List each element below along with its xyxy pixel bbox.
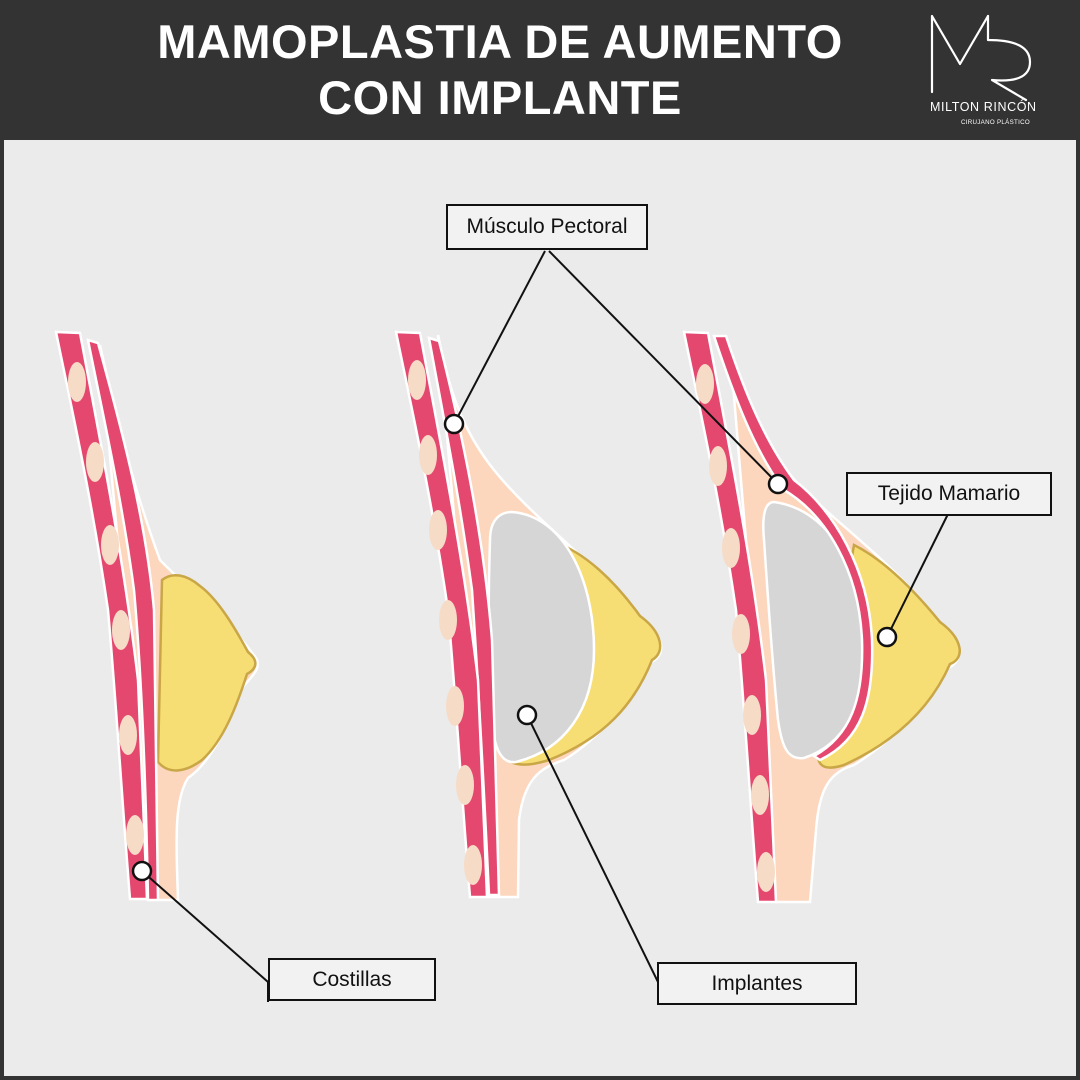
label-implantes: Implantes xyxy=(657,962,857,1005)
marker-muscle-figure-2 xyxy=(443,413,465,435)
figure-subglandular xyxy=(394,330,663,899)
marker-tissue xyxy=(876,626,898,648)
rib-bones xyxy=(696,364,775,892)
pectoral-muscle xyxy=(86,338,160,902)
brand-logo: MILTON RINCÓN CIRUJANO PLÁSTICO xyxy=(930,14,1037,126)
page-title: MAMOPLASTIA DE AUMENTO CON IMPLANTE xyxy=(0,14,1000,126)
label-musculo-pectoral: Músculo Pectoral xyxy=(446,204,648,250)
header-bar: MAMOPLASTIA DE AUMENTO CON IMPLANTE MILT… xyxy=(0,0,1080,138)
diagram-panel: Músculo Pectoral Tejido Mamario Costilla… xyxy=(4,140,1076,1076)
figure-natural xyxy=(54,330,259,902)
logo-subtitle: CIRUJANO PLÁSTICO xyxy=(961,119,1030,126)
figure-submuscular xyxy=(682,330,961,904)
logo-name: MILTON RINCÓN xyxy=(930,99,1037,114)
title-line-2: CON IMPLANTE xyxy=(318,71,682,124)
marker-dots xyxy=(131,413,898,882)
marker-ribs xyxy=(131,860,153,882)
label-tejido-mamario: Tejido Mamario xyxy=(846,472,1052,516)
breast-tissue xyxy=(156,573,257,772)
label-costillas: Costillas xyxy=(268,958,436,1001)
rib-bones xyxy=(408,360,482,885)
augmentation-diagram xyxy=(54,250,961,1002)
marker-muscle-figure-3 xyxy=(767,473,789,495)
rib-cage xyxy=(54,330,149,901)
marker-implants xyxy=(516,704,538,726)
title-line-1: MAMOPLASTIA DE AUMENTO xyxy=(157,15,843,68)
leader-muscle-right xyxy=(548,250,779,485)
breast-implant xyxy=(487,510,596,764)
leader-tissue xyxy=(886,513,949,638)
leader-muscle-left xyxy=(453,250,546,425)
rib-bones xyxy=(68,362,144,855)
monogram-mr-icon xyxy=(930,14,1032,102)
